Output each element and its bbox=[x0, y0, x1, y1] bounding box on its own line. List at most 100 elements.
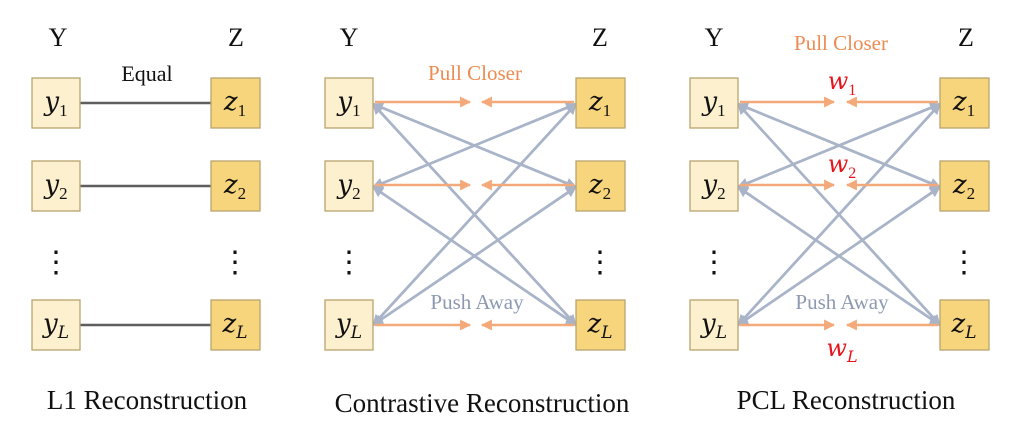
y-node-l: yL bbox=[324, 299, 374, 351]
svg-text:z1: z1 bbox=[952, 87, 975, 120]
svg-text:zL: zL bbox=[587, 309, 613, 343]
y-node-base: y bbox=[336, 170, 352, 200]
svg-text:z2: z2 bbox=[588, 170, 611, 203]
svg-text:z2: z2 bbox=[952, 170, 975, 203]
svg-text:zL: zL bbox=[951, 309, 977, 343]
svg-text:y1: y1 bbox=[701, 87, 725, 120]
z-header: Z bbox=[958, 23, 974, 52]
y-node-sub: 1 bbox=[352, 101, 361, 120]
z-node-sub: 2 bbox=[967, 184, 976, 203]
y-node-base: y bbox=[701, 170, 717, 200]
y-header: Y bbox=[49, 23, 68, 52]
svg-text:y1: y1 bbox=[336, 87, 360, 120]
z-node-sub: 2 bbox=[238, 184, 247, 203]
y-node-2: y2 bbox=[324, 160, 374, 212]
y-ellipsis: ⋮ bbox=[699, 246, 729, 279]
z-node-base: z bbox=[588, 170, 603, 200]
y-node-1: y1 bbox=[689, 77, 739, 129]
y-node-base: y bbox=[701, 87, 717, 117]
push-away-label: Push Away bbox=[430, 290, 524, 314]
pull-arrows bbox=[740, 96, 938, 331]
y-node-base: y bbox=[335, 309, 351, 339]
pull-closer-label: Pull Closer bbox=[794, 31, 888, 55]
svg-text:yL: yL bbox=[700, 309, 727, 343]
y-node-2: y2 bbox=[31, 160, 81, 212]
y-node-1: y1 bbox=[324, 77, 374, 129]
z-node-2: z2 bbox=[210, 160, 261, 212]
z-node-base: z bbox=[223, 170, 238, 200]
caption: L1 Reconstruction bbox=[47, 385, 248, 415]
z-node-1: z1 bbox=[939, 77, 990, 129]
panel-pcl: Y Z Pull Closer Push Away bbox=[689, 23, 990, 415]
caption: PCL Reconstruction bbox=[737, 385, 956, 415]
z-header: Z bbox=[592, 23, 608, 52]
y-node-base: y bbox=[700, 309, 716, 339]
z-node-sub: 1 bbox=[967, 101, 976, 120]
svg-text:zL: zL bbox=[222, 309, 248, 343]
y-node-sub: L bbox=[715, 323, 727, 343]
y-node-sub: 2 bbox=[352, 184, 361, 203]
z-ellipsis: ⋮ bbox=[220, 246, 250, 279]
y-header: Y bbox=[705, 23, 724, 52]
z-node-sub: L bbox=[964, 323, 976, 343]
panel-l1: Y Z Equal y1 y2 yL z1 z2 zL ⋮ bbox=[31, 23, 261, 415]
z-node-base: z bbox=[951, 309, 966, 339]
z-ellipsis: ⋮ bbox=[949, 246, 979, 279]
y-header: Y bbox=[340, 23, 359, 52]
svg-text:z1: z1 bbox=[223, 87, 246, 120]
z-header: Z bbox=[228, 23, 244, 52]
y-node-sub: L bbox=[57, 323, 69, 343]
svg-text:z2: z2 bbox=[223, 170, 246, 203]
caption: Contrastive Reconstruction bbox=[335, 388, 630, 418]
z-node-base: z bbox=[223, 87, 238, 117]
y-node-l: yL bbox=[31, 299, 81, 351]
z-node-l: zL bbox=[939, 299, 990, 351]
svg-text:y2: y2 bbox=[43, 170, 67, 203]
weight-label-1: w1 bbox=[828, 67, 857, 99]
equal-label: Equal bbox=[121, 61, 172, 86]
z-node-sub: 1 bbox=[238, 101, 247, 120]
svg-text:z1: z1 bbox=[588, 87, 611, 120]
pull-arrows bbox=[375, 96, 574, 331]
z-node-base: z bbox=[952, 170, 967, 200]
z-node-base: z bbox=[587, 309, 602, 339]
y-node-sub: 1 bbox=[59, 101, 68, 120]
y-ellipsis: ⋮ bbox=[334, 246, 364, 279]
z-node-sub: 1 bbox=[603, 101, 612, 120]
y-node-sub: 1 bbox=[717, 101, 726, 120]
svg-text:yL: yL bbox=[42, 309, 69, 343]
z-node-1: z1 bbox=[210, 77, 261, 129]
svg-text:y2: y2 bbox=[336, 170, 360, 203]
panel-contrastive: Y Z Pull Closer Push Away bbox=[324, 23, 630, 418]
pull-closer-label: Pull Closer bbox=[428, 61, 522, 85]
z-node-sub: 2 bbox=[603, 184, 612, 203]
z-node-1: z1 bbox=[575, 77, 626, 129]
z-node-sub: L bbox=[600, 323, 612, 343]
z-node-2: z2 bbox=[939, 160, 990, 212]
svg-text:y2: y2 bbox=[701, 170, 725, 203]
z-node-l: zL bbox=[575, 299, 626, 351]
push-arrows bbox=[371, 102, 578, 327]
y-node-sub: L bbox=[350, 323, 362, 343]
z-node-base: z bbox=[222, 309, 237, 339]
y-node-sub: 2 bbox=[59, 184, 68, 203]
weight-label-l: wL bbox=[826, 334, 857, 366]
z-node-base: z bbox=[952, 87, 967, 117]
y-node-base: y bbox=[336, 87, 352, 117]
y-node-base: y bbox=[42, 309, 58, 339]
y-node-base: y bbox=[43, 87, 59, 117]
y-node-l: yL bbox=[689, 299, 739, 351]
y-node-base: y bbox=[43, 170, 59, 200]
push-away-label: Push Away bbox=[795, 290, 889, 314]
z-node-base: z bbox=[588, 87, 603, 117]
y-node-2: y2 bbox=[689, 160, 739, 212]
svg-text:y1: y1 bbox=[43, 87, 67, 120]
z-node-2: z2 bbox=[575, 160, 626, 212]
y-node-1: y1 bbox=[31, 77, 81, 129]
y-node-sub: 2 bbox=[717, 184, 726, 203]
z-node-sub: L bbox=[235, 323, 247, 343]
weight-label-2: w2 bbox=[828, 150, 857, 182]
z-ellipsis: ⋮ bbox=[585, 246, 615, 279]
y-ellipsis: ⋮ bbox=[41, 246, 71, 279]
